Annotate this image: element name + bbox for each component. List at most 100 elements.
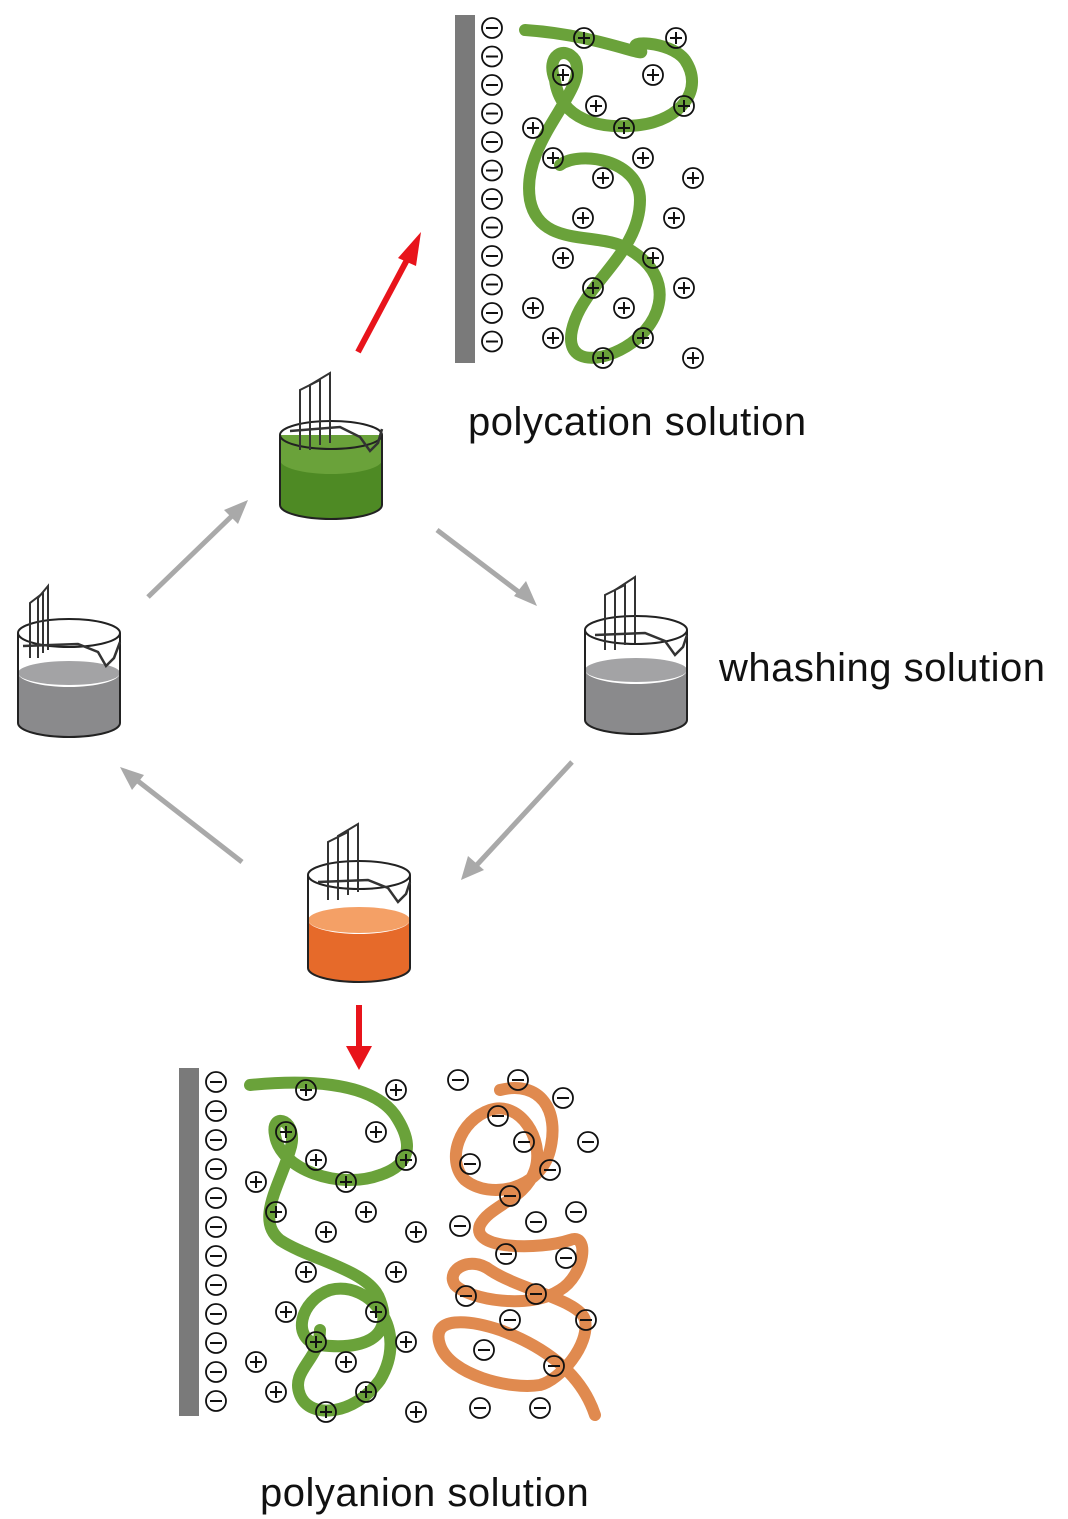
positive-charge-icon [315, 1221, 337, 1243]
positive-charge-icon [305, 1331, 327, 1353]
substrate-negative-charges-bottom [205, 1071, 227, 1412]
cycle-arrows [120, 500, 574, 880]
negative-charge-icon [481, 102, 503, 125]
positive-charge-icon [295, 1261, 317, 1283]
negative-charge-icon [205, 1071, 227, 1093]
positive-charge-icon [522, 297, 544, 319]
negative-charge-icon [577, 1131, 599, 1153]
polyanion-solution-label: polyanion solution [260, 1471, 590, 1515]
positive-charge-icon [585, 95, 607, 117]
negative-charge-icon [469, 1397, 491, 1419]
positive-charge-icon [582, 277, 604, 299]
positive-charge-icon [673, 95, 695, 117]
positive-charge-icon [592, 167, 614, 189]
negative-charge-icon [525, 1283, 547, 1305]
solution-negative-charges-bottom [447, 1069, 599, 1419]
negative-charge-icon [205, 1274, 227, 1296]
positive-charge-icon [385, 1261, 407, 1283]
washing-beaker-right [584, 575, 689, 735]
bilayer-inset [179, 1068, 601, 1423]
negative-charge-icon [481, 131, 503, 153]
negative-charge-icon [575, 1309, 597, 1331]
red-arrow-up [355, 232, 421, 354]
negative-charge-icon [555, 1247, 577, 1269]
negative-charge-icon [481, 17, 503, 39]
negative-charge-icon [481, 188, 503, 210]
negative-charge-icon [205, 1390, 227, 1412]
washing-beaker-left [17, 583, 122, 738]
positive-charge-icon [385, 1079, 407, 1101]
negative-charge-icon [205, 1216, 227, 1238]
positive-charge-icon [665, 27, 687, 49]
positive-charge-icon [295, 1079, 317, 1101]
negative-charge-icon [481, 74, 503, 96]
negative-charge-icon [205, 1303, 227, 1325]
positive-charge-icon [305, 1149, 327, 1171]
negative-charge-icon [205, 1361, 227, 1383]
positive-charge-icon [335, 1351, 357, 1373]
negative-charge-icon [513, 1131, 535, 1153]
positive-charge-icon [682, 347, 704, 369]
negative-charge-icon [481, 302, 503, 324]
positive-charge-icon [632, 327, 654, 349]
washing-solution-label: whashing solution [719, 646, 1046, 690]
negative-charge-icon [552, 1087, 574, 1109]
arrow-left-to-top [146, 510, 238, 599]
positive-charge-icon [405, 1221, 427, 1243]
positive-charge-icon [632, 147, 654, 169]
positive-charge-icon [265, 1381, 287, 1403]
substrate-bottom [179, 1068, 199, 1416]
positive-charge-icon [275, 1121, 297, 1143]
positive-charge-icon [245, 1171, 267, 1193]
positive-charge-icon [355, 1201, 377, 1223]
polycation-beaker [279, 371, 384, 520]
positive-charge-icon [592, 347, 614, 369]
positive-charge-icon [542, 147, 564, 169]
negative-charge-icon [481, 330, 503, 353]
positive-charge-icon [613, 117, 635, 139]
positive-charge-icon [542, 327, 564, 349]
positive-charge-icon [682, 167, 704, 189]
negative-charge-icon [481, 45, 503, 68]
positive-charge-icon [642, 247, 664, 269]
polyanion-chain [432, 1082, 601, 1421]
negative-charge-icon [459, 1153, 481, 1175]
negative-charge-icon [447, 1069, 469, 1091]
negative-charge-icon [539, 1159, 561, 1181]
positive-charge-icon [275, 1301, 297, 1323]
negative-charge-icon [481, 245, 503, 267]
negative-charge-icon [205, 1245, 227, 1267]
negative-charge-icon [499, 1185, 521, 1207]
positive-charge-icon [573, 27, 595, 49]
negative-charge-icon [525, 1211, 547, 1233]
negative-charge-icon [543, 1355, 565, 1377]
positive-charge-icon [245, 1351, 267, 1373]
negative-charge-icon [473, 1339, 495, 1361]
negative-charge-icon [507, 1069, 529, 1091]
negative-charge-icon [529, 1397, 551, 1419]
positive-charge-icon [642, 64, 664, 86]
positive-charge-icon [552, 247, 574, 269]
negative-charge-icon [205, 1158, 227, 1180]
polyanion-beaker [307, 822, 412, 983]
negative-charge-icon [205, 1187, 227, 1209]
positive-charge-icon [673, 277, 695, 299]
red-arrow-down [346, 1005, 372, 1070]
polycation-solution-label: polycation solution [468, 400, 807, 444]
positive-charge-icon [613, 297, 635, 319]
negative-charge-icon [565, 1201, 587, 1223]
negative-charge-icon [449, 1215, 471, 1237]
solution-positive-charges [522, 27, 704, 369]
polycation-chain-bottom [244, 1076, 413, 1417]
arrow-bottom-to-left [132, 776, 244, 864]
positive-charge-icon [265, 1201, 287, 1223]
negative-charge-icon [481, 273, 503, 296]
negative-charge-icon [481, 216, 503, 239]
positive-charge-icon [552, 64, 574, 86]
positive-charge-icon [395, 1331, 417, 1353]
polycation-chain [519, 24, 698, 364]
negative-charge-icon [495, 1243, 517, 1265]
arrow-right-to-bottom [472, 760, 574, 870]
solution-positive-charges-bottom [245, 1079, 427, 1423]
